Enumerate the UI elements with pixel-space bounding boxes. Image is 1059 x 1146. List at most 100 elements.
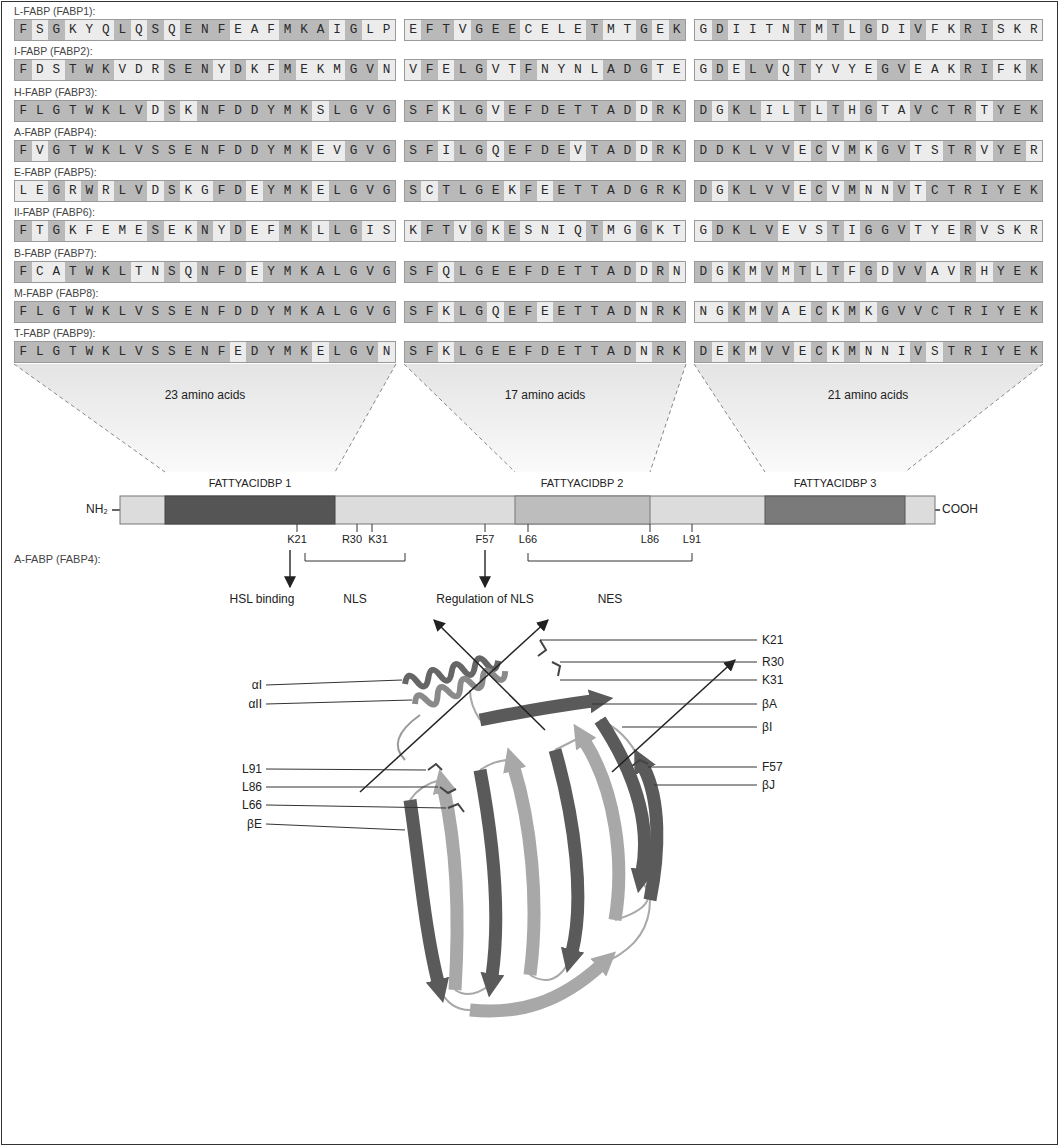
residue: G (636, 221, 652, 241)
residue: N (378, 342, 395, 362)
sequence-text: VFELGVTFNYNLADGTE (405, 60, 685, 80)
residue-label: L91 (683, 533, 701, 546)
residue: D (619, 101, 635, 121)
residue: F (993, 60, 1010, 80)
residue: N (537, 60, 553, 80)
residue: V (910, 262, 927, 282)
sequence-box: DGKMVMTLTFGDVVAVRHYEK (694, 261, 1043, 283)
residue: L (454, 302, 470, 322)
residue: D (537, 101, 553, 121)
residue: T (669, 221, 685, 241)
residue: L (586, 60, 602, 80)
residue: K (296, 141, 313, 161)
residue: L (454, 101, 470, 121)
residue: V (362, 60, 379, 80)
residue: L (844, 20, 861, 40)
sequence-text: DEKMVVECKMNNIVSTRIYEK (695, 342, 1042, 362)
residue: K (1026, 302, 1043, 322)
residue: K (1009, 221, 1026, 241)
residue: D (230, 101, 247, 121)
residue: H (844, 101, 861, 121)
residue: A (603, 302, 619, 322)
residue: F (213, 101, 230, 121)
residue: K (943, 20, 960, 40)
residue: D (712, 20, 729, 40)
residue: R (652, 101, 668, 121)
residue: K (296, 181, 313, 201)
residue: Y (993, 262, 1010, 282)
sequence-text: SFKLGVEFDETTADDRK (405, 101, 685, 121)
residue: N (636, 302, 652, 322)
residue: G (860, 221, 877, 241)
residue: K (669, 141, 685, 161)
residue: T (570, 181, 586, 201)
residue: N (860, 181, 877, 201)
residue: G (345, 60, 362, 80)
residue: L (32, 101, 49, 121)
residue: F (421, 20, 437, 40)
sequence-text: NGKMVAECKMKGVVCTRIYEK (695, 302, 1042, 322)
residue: N (695, 302, 712, 322)
residue: R (65, 181, 82, 201)
residue: A (603, 342, 619, 362)
residue: G (345, 141, 362, 161)
residue-label: K21 (287, 533, 307, 546)
residue: G (636, 20, 652, 40)
sequence-box: SFQLGEEFDETTADDRN (404, 261, 686, 283)
residue: V (362, 302, 379, 322)
sequence-box: DDKLVVECVMKGVTSTRVYER (694, 140, 1043, 162)
sequence-text: FLGTWKLVSSENFDDYMKALGVG (15, 302, 395, 322)
residue: F (520, 60, 536, 80)
residue: T (570, 101, 586, 121)
residue: S (147, 141, 164, 161)
residue: K (405, 221, 421, 241)
residue: K (669, 342, 685, 362)
residue: M (329, 60, 346, 80)
residue: N (378, 60, 395, 80)
residue: G (48, 302, 65, 322)
residue: A (246, 20, 263, 40)
structure-label: βJ (762, 778, 775, 792)
residue: T (586, 20, 602, 40)
sequence-box: GDKLVEVSTIGGVTYERVSKR (694, 220, 1043, 242)
residue: G (712, 101, 729, 121)
residue: F (421, 262, 437, 282)
residue: K (98, 342, 115, 362)
residue: E (553, 101, 569, 121)
residue: F (15, 302, 32, 322)
residue: D (230, 60, 247, 80)
residue: F (421, 302, 437, 322)
residue: M (279, 60, 296, 80)
residue: Y (213, 221, 230, 241)
residue: V (761, 262, 778, 282)
residue: G (48, 20, 65, 40)
residue: K (1026, 262, 1043, 282)
residue: M (603, 20, 619, 40)
residue: R (1026, 141, 1043, 161)
residue: E (504, 20, 520, 40)
residue: T (794, 20, 811, 40)
residue: G (471, 221, 487, 241)
residue: G (877, 302, 894, 322)
residue: C (421, 181, 437, 201)
residue: Y (993, 302, 1010, 322)
segment-length: 17 amino acids (505, 388, 586, 402)
residue: V (794, 221, 811, 241)
residue: G (345, 181, 362, 201)
residue: D (246, 101, 263, 121)
residue: V (761, 342, 778, 362)
residue: K (180, 181, 197, 201)
protein-name: A-FABP (FABP4): (14, 553, 101, 566)
residue: L (454, 60, 470, 80)
residue: E (1009, 262, 1026, 282)
sequence-box: FLGTWKLVSSENFEDYMKELGVN (14, 341, 396, 363)
residue: M (279, 302, 296, 322)
residue: F (15, 342, 32, 362)
residue: E (794, 342, 811, 362)
residue: V (778, 141, 795, 161)
residue: R (960, 262, 977, 282)
function-label: HSL binding (230, 592, 295, 606)
residue: Y (553, 60, 569, 80)
residue: F (520, 262, 536, 282)
residue: N (197, 221, 214, 241)
